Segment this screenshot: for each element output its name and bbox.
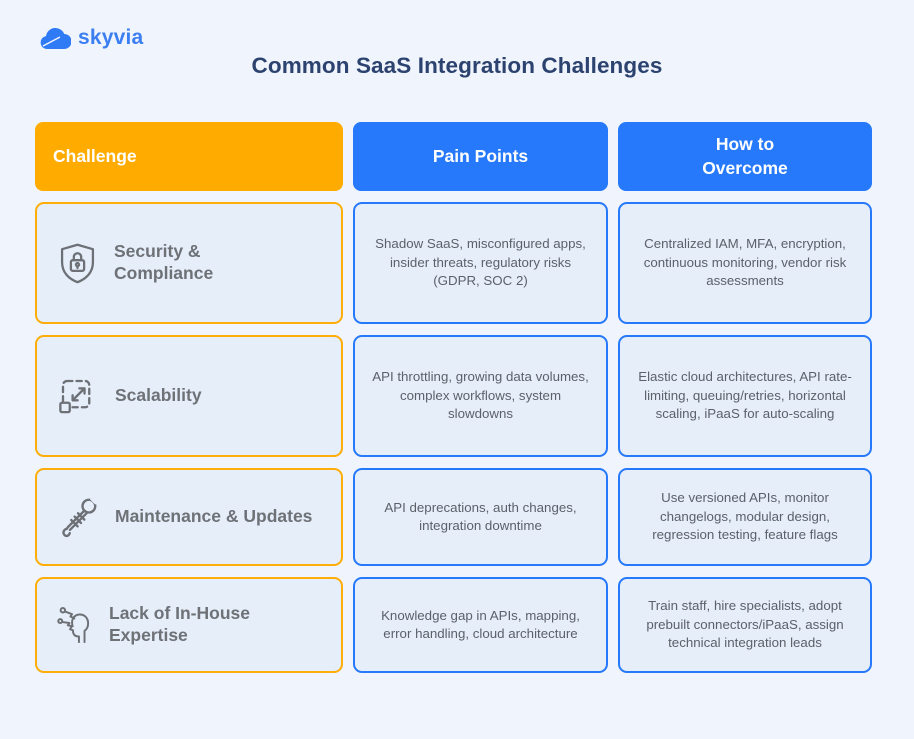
header-how-to-line1: How to — [715, 134, 775, 155]
header-challenge: Challenge — [35, 122, 343, 191]
overcome-cell-maintenance: Use versioned APIs, monitor changelogs, … — [618, 468, 872, 566]
challenge-label: Lack of In-House Expertise — [109, 603, 250, 645]
cloud-icon — [40, 27, 71, 50]
shield-lock-icon — [54, 239, 101, 288]
overcome-cell-scalability: Elastic cloud architectures, API rate-li… — [618, 335, 872, 457]
pain-points-cell-maintenance: API deprecations, auth changes, integrat… — [353, 468, 608, 566]
wrench-hand-icon — [54, 493, 102, 541]
overcome-cell-expertise: Train staff, hire specialists, adopt pre… — [618, 577, 872, 673]
pain-points-cell-scalability: API throttling, growing data volumes, co… — [353, 335, 608, 457]
header-pain-points: Pain Points — [353, 122, 608, 191]
challenge-cell-security: Security & Compliance — [35, 202, 343, 324]
overcome-cell-security: Centralized IAM, MFA, encryption, contin… — [618, 202, 872, 324]
header-how-to-overcome: How to Overcome — [618, 122, 872, 191]
challenge-label: Security & Compliance — [114, 241, 214, 283]
skyvia-logo: skyvia — [40, 26, 143, 50]
challenge-cell-scalability: Scalability — [35, 335, 343, 457]
head-network-icon — [54, 601, 96, 649]
page-title: Common SaaS Integration Challenges — [251, 53, 663, 78]
challenge-cell-maintenance: Maintenance & Updates — [35, 468, 343, 566]
challenges-table: Challenge Pain Points How to Overcome Se… — [35, 122, 872, 673]
header-how-to-line2: Overcome — [702, 157, 788, 178]
challenge-label: Maintenance & Updates — [115, 506, 313, 527]
pain-points-cell-expertise: Knowledge gap in APIs, mapping, error ha… — [353, 577, 608, 673]
challenge-label: Scalability — [115, 385, 202, 406]
pain-points-cell-security: Shadow SaaS, misconfigured apps, insider… — [353, 202, 608, 324]
challenge-cell-expertise: Lack of In-House Expertise — [35, 577, 343, 673]
logo-text: skyvia — [78, 26, 144, 49]
scale-expand-icon — [54, 372, 102, 420]
